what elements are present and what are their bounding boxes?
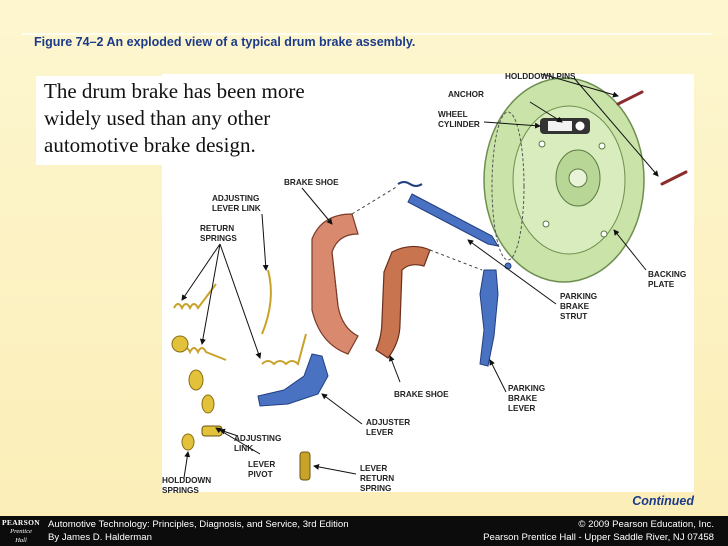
continued-label: Continued — [632, 494, 694, 508]
figure-title: Figure 74–2 An exploded view of a typica… — [34, 35, 416, 49]
label-holddown-springs-2: SPRINGS — [162, 486, 199, 495]
label-lever-pivot-1: LEVER — [248, 460, 276, 469]
label-wheel-cylinder-2: CYLINDER — [438, 120, 480, 129]
pearson-logo: PEARSON Prentice Hall — [2, 518, 40, 544]
logo-line-1: PEARSON — [2, 518, 40, 527]
label-wheel-cylinder-1: WHEEL — [438, 110, 468, 119]
body-text: The drum brake has been more widely used… — [36, 76, 382, 165]
footer-copyright: © 2009 Pearson Education, Inc. — [578, 519, 714, 530]
body-text-line-2: widely used than any other — [44, 106, 271, 130]
logo-line-2: Prentice — [10, 528, 32, 535]
label-parking-brake-strut-3: STRUT — [560, 312, 588, 321]
drum-brake-illustration — [171, 73, 688, 481]
label-parking-brake-strut-2: BRAKE — [560, 302, 590, 311]
label-return-springs-2: SPRINGS — [200, 234, 237, 243]
holddown-pins — [616, 90, 688, 186]
label-adjusting-link-1: ADJUSTING — [234, 434, 282, 443]
return-springs — [173, 269, 307, 366]
body-text-line-1: The drum brake has been more — [44, 79, 305, 103]
leader-lines — [181, 73, 659, 479]
logo-line-3: Hall — [15, 537, 27, 544]
label-lever-return-spring-2: RETURN — [360, 474, 395, 483]
footer-author: By James D. Halderman — [48, 532, 152, 543]
adjuster-lever — [257, 353, 329, 407]
label-adjuster-lever-2: LEVER — [366, 428, 394, 437]
label-return-springs-1: RETURN — [200, 224, 235, 233]
label-brake-shoe-bottom: BRAKE SHOE — [394, 390, 449, 399]
backing-plate — [483, 77, 645, 283]
lever-return-spring — [299, 451, 311, 481]
assembly-lines — [351, 185, 483, 271]
label-holddown-pins: HOLDDOWN PINS — [505, 72, 576, 81]
label-parking-brake-lever-2: BRAKE — [508, 394, 538, 403]
adjusting-link — [201, 425, 223, 437]
brake-shoe-top — [311, 213, 359, 355]
label-adjusting-lever-link-2: LEVER LINK — [212, 204, 261, 213]
label-brake-shoe-top: BRAKE SHOE — [284, 178, 339, 187]
label-parking-brake-lever-1: PARKING — [508, 384, 546, 393]
label-anchor: ANCHOR — [448, 90, 484, 99]
label-parking-brake-lever-3: LEVER — [508, 404, 536, 413]
brake-shoe-bottom — [375, 245, 431, 359]
label-parking-brake-strut-1: PARKING — [560, 292, 598, 301]
label-adjusting-link-2: LINK — [234, 444, 254, 453]
wheel-cylinder — [540, 118, 590, 134]
label-adjusting-lever-link-1: ADJUSTING — [212, 194, 260, 203]
parking-brake-strut — [397, 181, 500, 247]
label-lever-return-spring-3: SPRING — [360, 484, 392, 493]
parking-brake-lever — [479, 262, 512, 367]
label-lever-pivot-2: PIVOT — [248, 470, 273, 479]
label-adjuster-lever-1: ADJUSTER — [366, 418, 411, 427]
label-backing-plate-1: BACKING — [648, 270, 687, 279]
footer-book-title: Automotive Technology: Principles, Diagn… — [48, 519, 349, 530]
body-text-line-3: automotive brake design. — [44, 133, 256, 157]
holddown-springs — [171, 335, 215, 451]
figure-panel: HOLDDOWN PINS ANCHOR WHEEL CYLINDER BRAK… — [162, 72, 694, 495]
label-backing-plate-2: PLATE — [648, 280, 675, 289]
label-lever-return-spring-1: LEVER — [360, 464, 388, 473]
title-rule — [22, 33, 712, 35]
label-holddown-springs-1: HOLDDOWN — [162, 476, 212, 485]
footer-publisher: Pearson Prentice Hall - Upper Saddle Riv… — [483, 532, 714, 543]
footer-bar: PEARSON Prentice Hall Automotive Technol… — [0, 516, 728, 546]
